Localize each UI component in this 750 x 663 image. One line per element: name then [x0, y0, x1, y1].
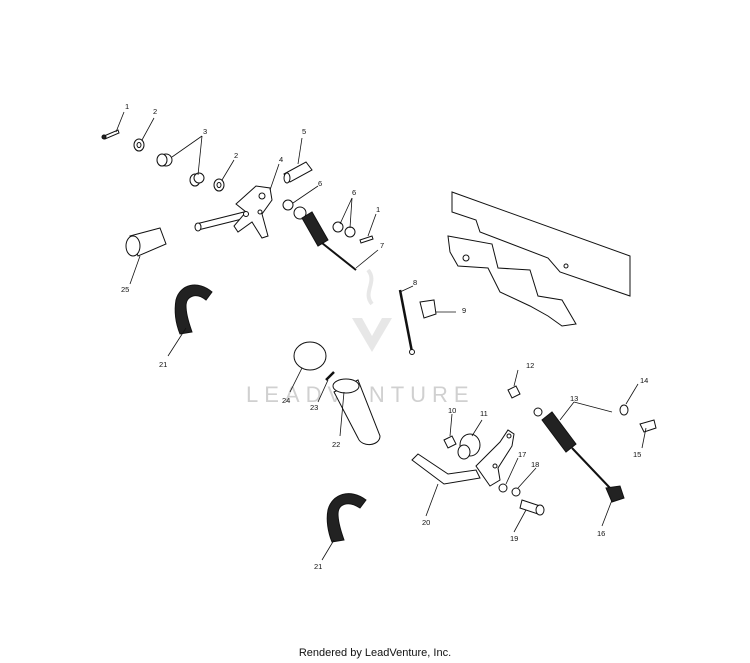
callout-label: 11 [480, 409, 488, 418]
callout-label: 17 [518, 450, 526, 459]
spring-rod-part [293, 206, 357, 271]
callout-label: 14 [640, 376, 648, 385]
callout-label: 24 [282, 396, 290, 405]
bushing-part [156, 153, 205, 187]
callout-label: 6 [352, 188, 356, 197]
callout-label: 16 [597, 529, 605, 538]
footer-credit: Rendered by LeadVenture, Inc. [298, 647, 452, 659]
rod-part [398, 289, 415, 355]
clamp-part [605, 485, 625, 503]
callout-label: 25 [121, 285, 129, 294]
washer-part [619, 404, 629, 416]
washer-part [213, 178, 225, 192]
callout-label: 8 [413, 278, 417, 287]
callout-label: 6 [318, 179, 322, 188]
pedal-lever-part [411, 429, 515, 487]
callout-label: 12 [526, 361, 534, 370]
cable-spring-part [533, 407, 611, 489]
callout-label: 2 [153, 107, 157, 116]
callout-label: 23 [310, 403, 318, 412]
knob-part [125, 227, 167, 257]
cotter-pin-part [101, 129, 120, 140]
cap-part [293, 341, 327, 371]
washer-part [133, 138, 145, 152]
callout-labels: 1 2 3 2 4 5 6 6 1 7 25 8 9 21 12 14 10 1… [121, 102, 648, 571]
frame-part [447, 191, 631, 327]
callout-label: 19 [510, 534, 518, 543]
washer-part [332, 221, 356, 238]
callout-label: 10 [448, 406, 456, 415]
callout-label: 21 [159, 360, 167, 369]
cotter-pin-part [359, 235, 374, 244]
lever-bracket-part [194, 185, 273, 239]
callout-label: 1 [125, 102, 129, 111]
pin-part [519, 499, 545, 516]
roller-part [457, 433, 481, 460]
callout-label: 15 [633, 450, 641, 459]
watermark-logo-icon [352, 268, 392, 352]
nut-part [507, 385, 521, 399]
washer-part [498, 483, 521, 497]
spring-pin-part [283, 161, 313, 184]
callout-label: 2 [234, 151, 238, 160]
callout-label: 5 [302, 127, 306, 136]
callout-label: 1 [376, 205, 380, 214]
callout-label: 4 [279, 155, 283, 164]
pedal-pad-part [326, 493, 367, 543]
screw-part [325, 371, 335, 381]
washer-part [282, 199, 294, 211]
pedal-pad-part [174, 284, 213, 335]
callout-label: 9 [462, 306, 466, 315]
nut-part [443, 435, 457, 449]
callout-label: 3 [203, 127, 207, 136]
callout-label: 13 [570, 394, 578, 403]
callout-label: 18 [531, 460, 539, 469]
callout-label: 7 [380, 241, 384, 250]
clip-part [419, 299, 437, 319]
callout-label: 22 [332, 440, 340, 449]
leader-lines [115, 111, 647, 561]
callout-label: 21 [314, 562, 322, 571]
callout-label: 20 [422, 518, 430, 527]
clip-part [639, 419, 657, 433]
handle-part [332, 378, 381, 445]
